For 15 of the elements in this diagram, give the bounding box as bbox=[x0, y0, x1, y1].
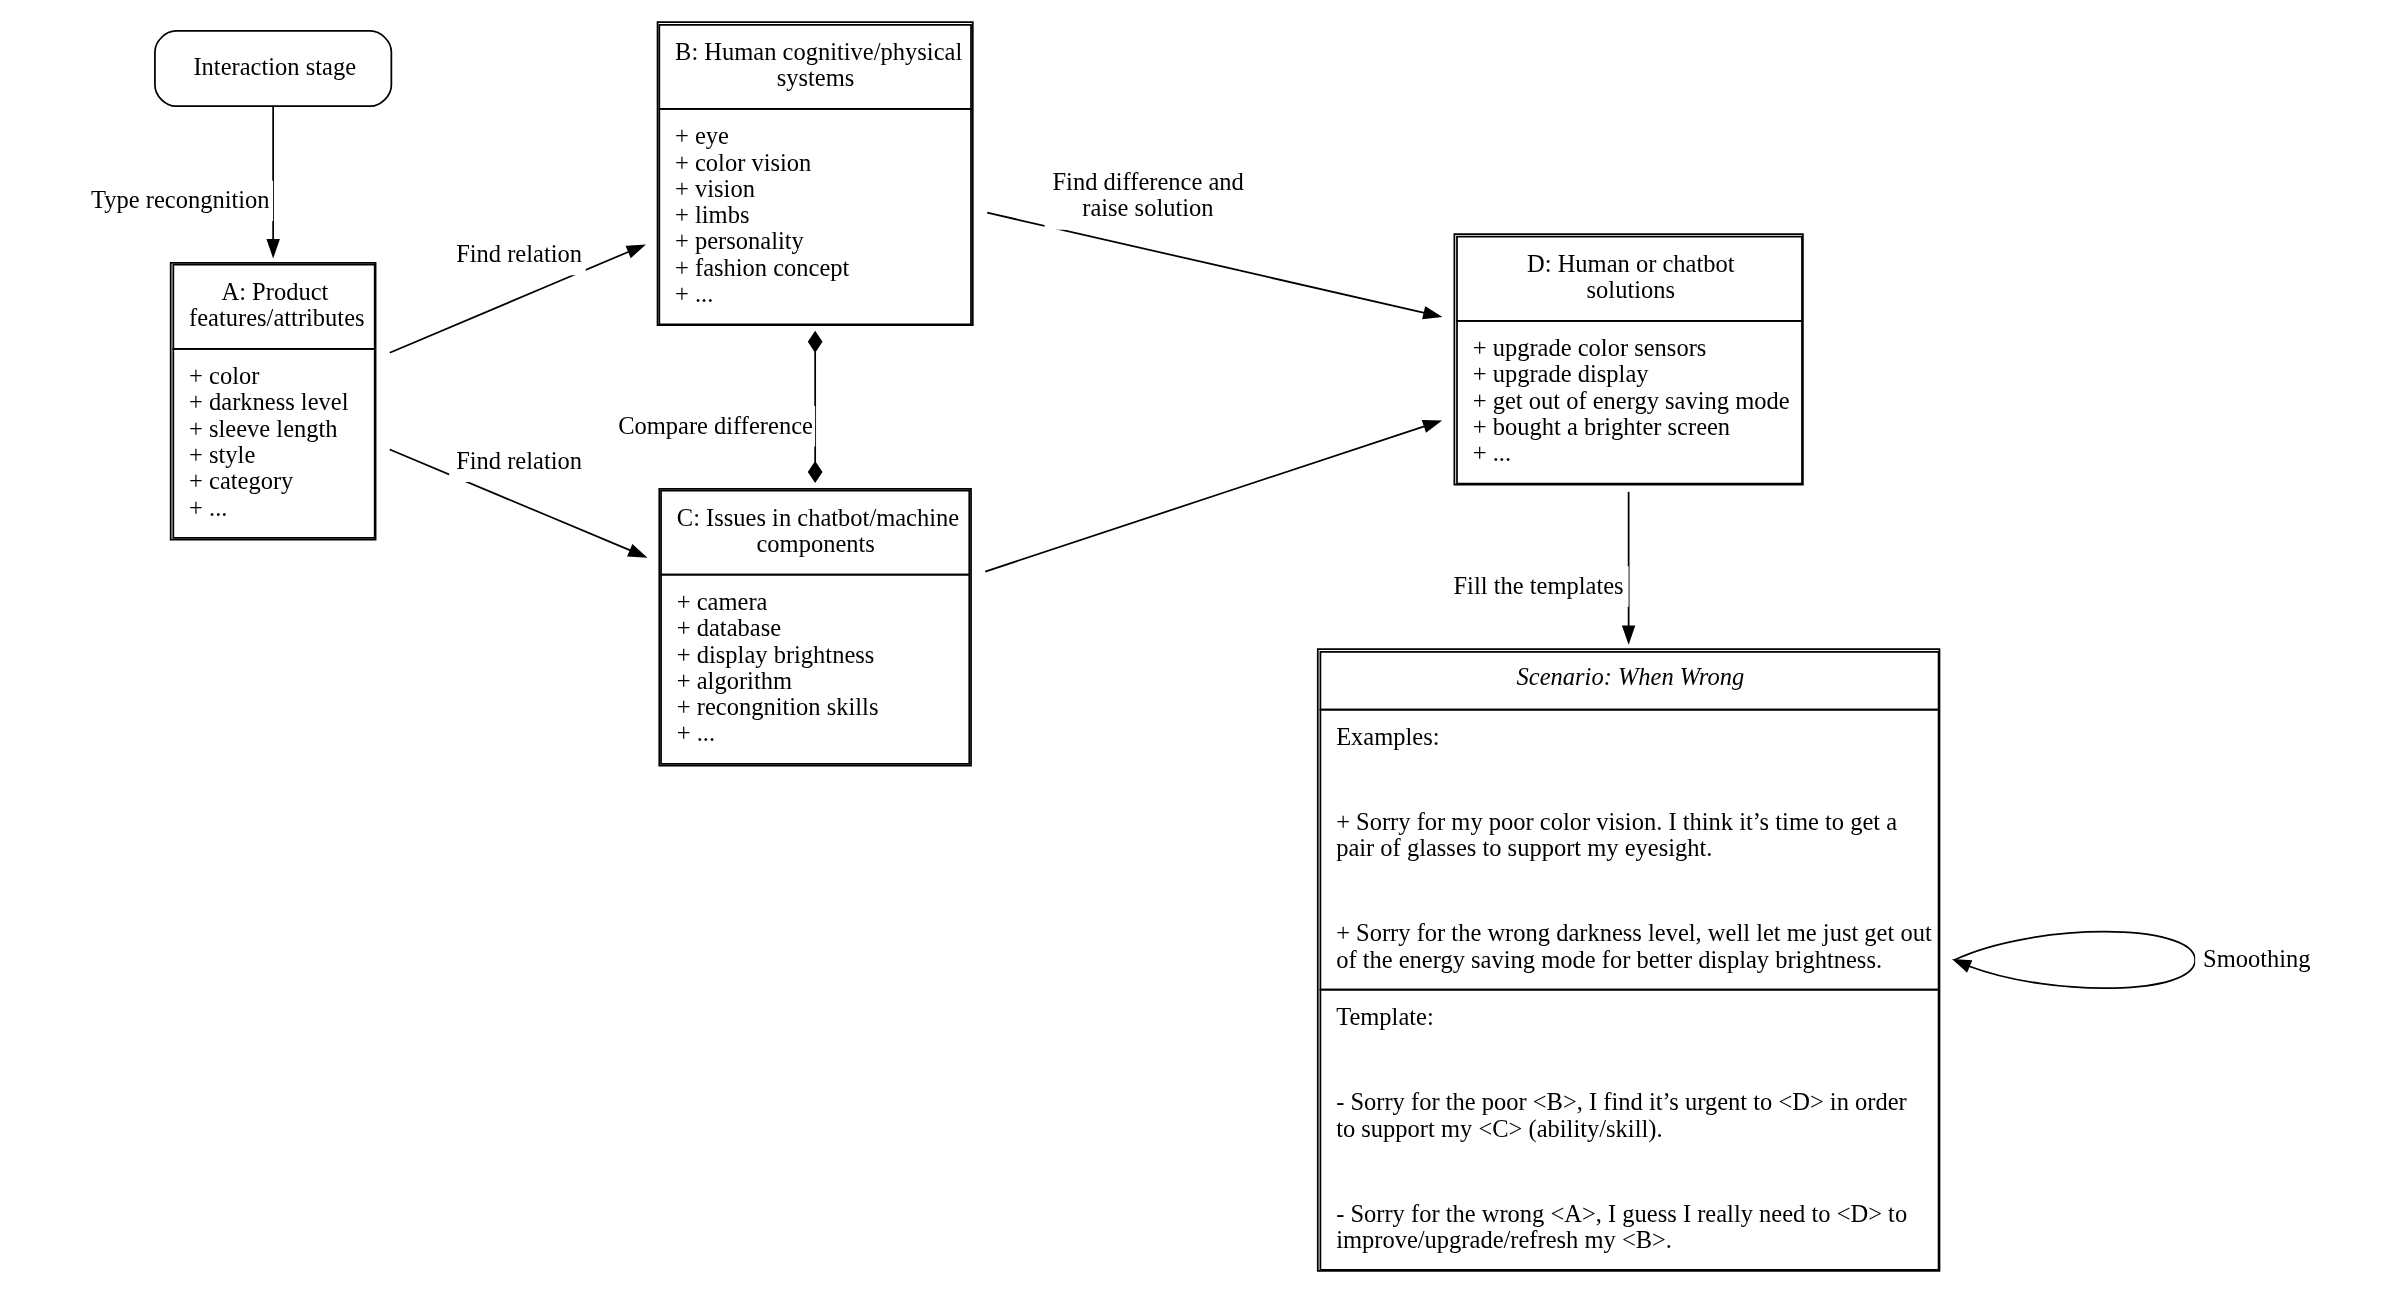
connector bbox=[807, 330, 823, 484]
arrow bbox=[986, 211, 1443, 320]
arrow bbox=[388, 244, 646, 354]
edge-label: Find relation bbox=[456, 447, 583, 475]
node-box: Interaction stage bbox=[154, 30, 393, 108]
edge-label: Find relation bbox=[456, 240, 583, 268]
edge-label: Smoothing bbox=[2203, 945, 2311, 973]
arrow bbox=[1951, 930, 2197, 989]
arrow bbox=[388, 448, 648, 558]
arrow bbox=[266, 105, 280, 259]
edge-label: Fill the templates bbox=[1453, 571, 1624, 599]
edge-label: Find difference and raise solution bbox=[1052, 167, 1244, 222]
edge-label: Compare difference bbox=[618, 411, 813, 439]
edge-label: Type recongnition bbox=[91, 186, 270, 214]
arrow bbox=[984, 420, 1443, 573]
